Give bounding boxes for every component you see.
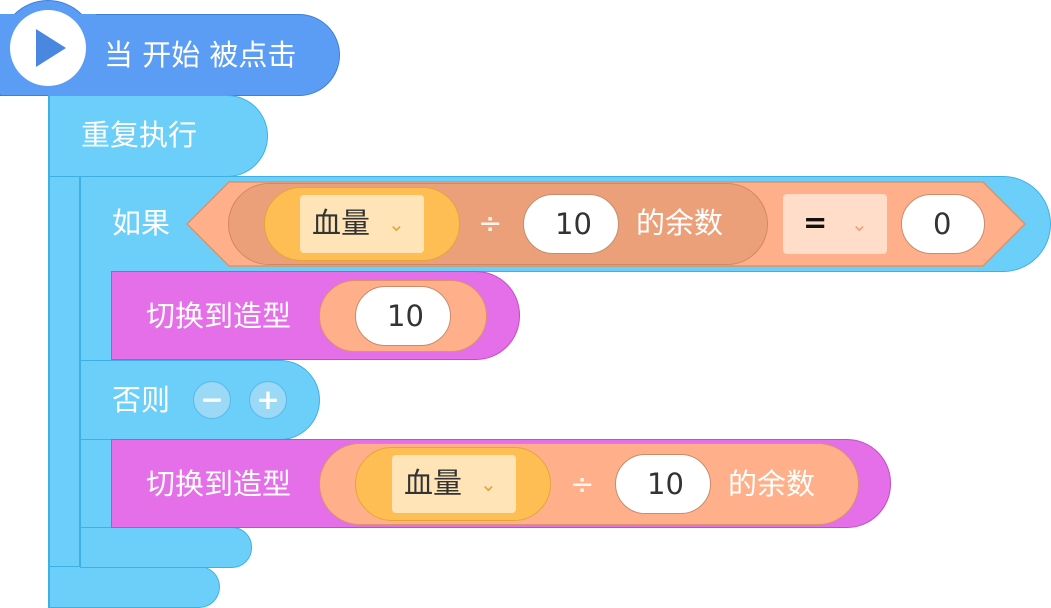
costume-input[interactable]: 10 xyxy=(355,286,451,346)
divide-symbol: ÷ xyxy=(478,206,503,240)
chevron-down-icon: ⌄ xyxy=(851,212,868,236)
plus-icon: + xyxy=(256,383,280,416)
divisor-value: 10 xyxy=(647,467,684,501)
switch-costume-label: 切换到造型 xyxy=(146,299,292,333)
variable-name: 血量 xyxy=(312,206,371,240)
compare-value: 0 xyxy=(933,207,952,241)
compare-value-input[interactable]: 0 xyxy=(901,194,985,254)
forever-block[interactable] xyxy=(48,95,268,177)
variable-dropdown[interactable]: 血量 ⌄ xyxy=(392,455,516,513)
mod-label: 的余数 xyxy=(636,206,724,240)
operator-symbol: = xyxy=(803,205,828,239)
chevron-down-icon: ⌄ xyxy=(480,472,497,496)
divisor-value: 10 xyxy=(555,207,592,241)
forever-block-label: 重复执行 xyxy=(81,118,198,152)
mod-label: 的余数 xyxy=(728,467,816,501)
costume-value: 10 xyxy=(387,299,424,333)
divisor-input[interactable]: 10 xyxy=(615,454,711,514)
variable-name: 血量 xyxy=(404,466,463,500)
forever-block-bottom xyxy=(48,566,220,608)
switch-costume-label: 切换到造型 xyxy=(146,467,292,501)
play-icon xyxy=(36,29,66,67)
if-else-block-bottom xyxy=(80,527,252,568)
minus-icon: − xyxy=(200,383,224,416)
forever-block-edge xyxy=(48,95,50,608)
add-branch-button[interactable]: + xyxy=(249,381,287,419)
remove-branch-button[interactable]: − xyxy=(193,381,231,419)
operator-dropdown[interactable]: = ⌄ xyxy=(783,194,887,254)
hat-block-label: 当 开始 被点击 xyxy=(104,38,297,72)
divisor-input[interactable]: 10 xyxy=(523,194,619,254)
chevron-down-icon: ⌄ xyxy=(388,212,405,236)
divide-symbol: ÷ xyxy=(570,467,595,501)
variable-dropdown[interactable]: 血量 ⌄ xyxy=(300,195,424,253)
forever-block-arm xyxy=(48,170,80,568)
if-label: 如果 xyxy=(112,206,171,240)
else-label: 否则 xyxy=(112,383,171,417)
